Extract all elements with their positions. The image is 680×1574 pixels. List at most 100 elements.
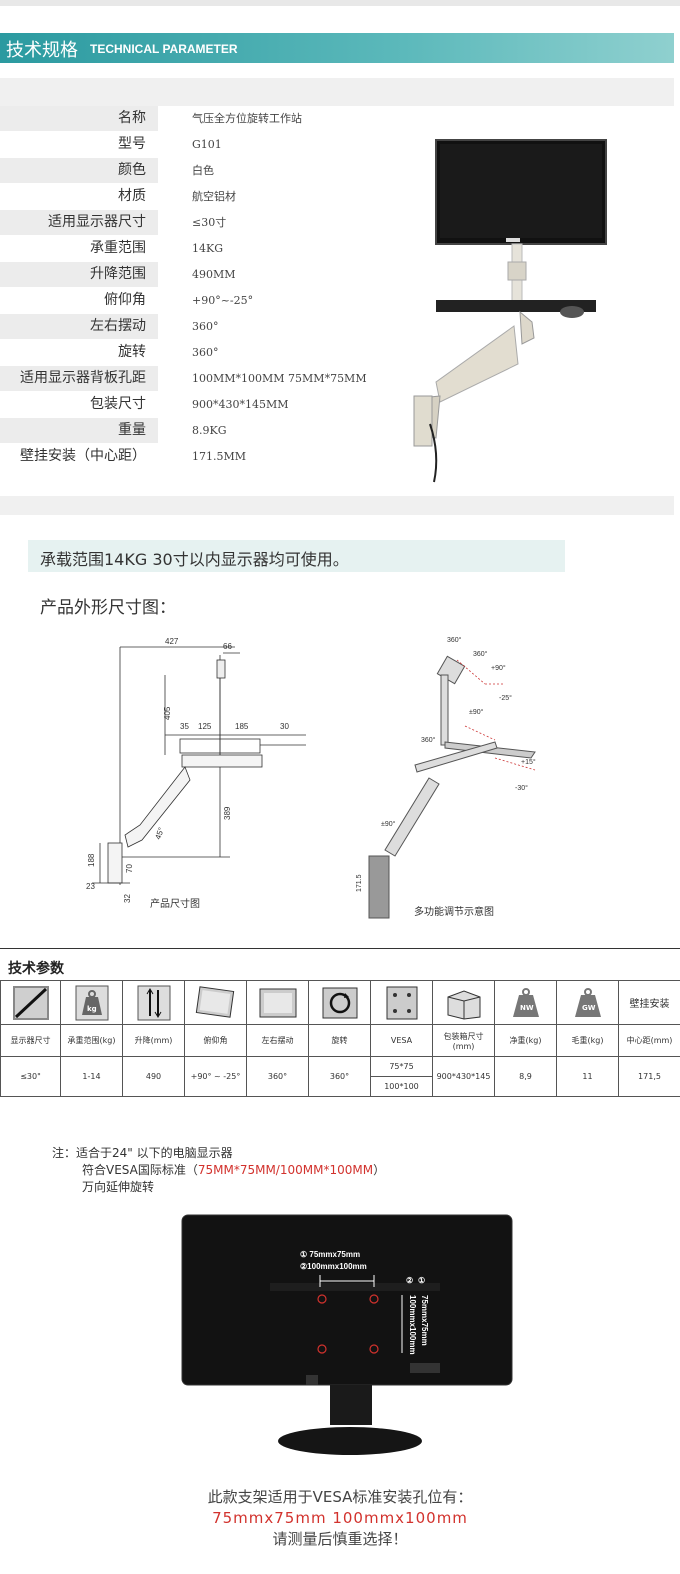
icon-cell-size bbox=[0, 980, 61, 1025]
photo-keyboard bbox=[436, 300, 596, 312]
spec-value: 8.9KG bbox=[192, 424, 227, 437]
dim-125: 125 bbox=[198, 722, 212, 731]
dim-427: 427 bbox=[165, 637, 179, 646]
swing-icon bbox=[259, 988, 296, 1017]
angle-plus15: +15° bbox=[521, 758, 536, 766]
spec-key: 壁挂安装（中心距） bbox=[20, 448, 146, 464]
spec-value: +90°~-25° bbox=[192, 294, 254, 307]
angle-360-c: 360° bbox=[421, 736, 436, 744]
gross-weight-icon: GW bbox=[574, 987, 601, 1017]
dim-389: 389 bbox=[223, 806, 232, 820]
spec-row: 颜色白色 bbox=[0, 158, 674, 184]
dim-32: 32 bbox=[123, 894, 132, 903]
photo-arm bbox=[519, 310, 535, 345]
value-nw: 8,9 bbox=[494, 1056, 557, 1097]
weight-icon: kg bbox=[75, 985, 108, 1020]
lift-icon bbox=[137, 985, 170, 1020]
monitor-label-1: ① 75mmx75mm bbox=[300, 1250, 360, 1259]
icon-cell-lift bbox=[122, 980, 185, 1025]
dim-185: 185 bbox=[235, 722, 249, 731]
multifunction-drawing: 360° 360° +90° -25° ±90° 360° +15° -30° … bbox=[356, 636, 536, 919]
gross-weight-icon-text: GW bbox=[582, 1004, 596, 1012]
value-center: 171,5 bbox=[618, 1056, 680, 1097]
spec-row: 俯仰角 +90°~-25° bbox=[0, 288, 674, 314]
spec-row: 升降范围 490MM bbox=[0, 262, 674, 288]
spec-key: 承重范围 bbox=[90, 240, 146, 256]
section-banner: 技术规格 TECHNICAL PARAMETER bbox=[0, 33, 674, 63]
spec-value: G101 bbox=[192, 138, 222, 151]
vesa-conclusion-line-1: 此款支架适用于VESA标准安装孔位有： bbox=[207, 1488, 473, 1506]
spec-row: 适用显示器尺寸≤30寸 bbox=[0, 210, 674, 236]
note-line-2: 符合VESA国际标准（75MM*75MM/100MM*100MM） bbox=[82, 1162, 385, 1179]
param-label: 净重(kg) bbox=[494, 1024, 557, 1057]
banner-title-cn: 技术规格 bbox=[6, 40, 78, 61]
load-note-text: 承载范围14KG 30寸以内显示器均可使用。 bbox=[40, 550, 349, 569]
dim-35: 35 bbox=[180, 722, 189, 731]
spec-key: 名称 bbox=[0, 106, 158, 131]
spec-key: 升降范围 bbox=[0, 262, 158, 287]
vesa-conclusion-line-3: 请测量后慎重选择！ bbox=[272, 1530, 408, 1548]
vesa-icon bbox=[386, 986, 417, 1019]
icon-cell-weight: kg bbox=[60, 980, 123, 1025]
box-icon bbox=[447, 989, 480, 1020]
wall-mount-header: 壁挂安装 bbox=[618, 980, 680, 1025]
spec-key: 重量 bbox=[0, 418, 158, 443]
param-label: 升降(mm) bbox=[122, 1024, 185, 1057]
rotate-icon bbox=[322, 987, 357, 1018]
dim-188: 188 bbox=[87, 853, 96, 867]
spec-value: 171.5MM bbox=[192, 450, 247, 463]
icon-cell-nw: NW bbox=[494, 980, 557, 1025]
note-line-3: 万向延伸旋转 bbox=[82, 1180, 155, 1194]
monitor-label-2: ②100mmx100mm bbox=[300, 1262, 367, 1271]
param-label: 承重范围(kg) bbox=[60, 1024, 123, 1057]
spec-key: 俯仰角 bbox=[104, 292, 146, 308]
dim-70: 70 bbox=[125, 864, 134, 873]
spec-value: 490MM bbox=[192, 268, 236, 281]
spec-key: 适用显示器背板孔距 bbox=[0, 366, 158, 391]
param-label: 包装箱尺寸(mm) bbox=[432, 1024, 495, 1057]
load-note: 承载范围14KG 30寸以内显示器均可使用。 bbox=[28, 540, 565, 572]
icon-cell-gw: GW bbox=[556, 980, 619, 1025]
param-label: 旋转 bbox=[308, 1024, 371, 1057]
param-label: 中心距(mm) bbox=[618, 1024, 680, 1057]
param-label: VESA bbox=[370, 1024, 433, 1057]
value-swing: 360° bbox=[246, 1056, 309, 1097]
icon-cell-rotate bbox=[308, 980, 371, 1025]
value-size: ≤30" bbox=[0, 1056, 61, 1097]
tech-params-title: 技术参数 bbox=[8, 961, 64, 977]
tech-params-values-row: ≤30" 1-14 490 +90° ~ -25° 360° 360° 75*7… bbox=[0, 1056, 680, 1097]
banner-title-en: TECHNICAL PARAMETER bbox=[90, 42, 238, 56]
note-line-2-b: ） bbox=[373, 1163, 386, 1177]
monitor-vert-circle-1: ① bbox=[418, 1276, 425, 1285]
multifunction-caption: 多功能调节示意图 bbox=[414, 907, 494, 918]
spec-key: 材质 bbox=[118, 188, 146, 204]
vesa-conclusion: 此款支架适用于VESA标准安装孔位有： 75mmx75mm 100mmx100m… bbox=[0, 1487, 680, 1550]
icon-cell-tilt bbox=[184, 980, 247, 1025]
note-line-2-a: 符合VESA国际标准（ bbox=[82, 1163, 198, 1177]
monitor-vert-label-1: 75mmx75mm bbox=[420, 1295, 429, 1346]
dimension-drawing: 427 66 405 35 125 185 30 389 45° 188 70 … bbox=[86, 637, 306, 903]
vesa-conclusion-line-2: 75mmx75mm 100mmx100mm bbox=[212, 1509, 468, 1527]
spec-value: 白色 bbox=[192, 164, 214, 177]
spec-value: 航空铝材 bbox=[192, 190, 236, 203]
dim-23: 23 bbox=[86, 882, 95, 891]
angle-360-b: 360° bbox=[473, 650, 488, 658]
dim-30: 30 bbox=[280, 722, 289, 731]
monitor-vert-label-2: 100mmx100mm bbox=[408, 1295, 417, 1355]
top-divider bbox=[0, 0, 680, 6]
note-line-1: 注：适合于24" 以下的电脑显示器 bbox=[52, 1146, 233, 1160]
spec-row: 壁挂安装（中心距） 171.5MM bbox=[0, 444, 674, 470]
angle-plus90: +90° bbox=[491, 664, 506, 672]
dimension-title: 产品外形尺寸图： bbox=[40, 598, 176, 618]
icon-cell-box bbox=[432, 980, 495, 1025]
product-photo bbox=[413, 139, 607, 483]
angle-minus30: -30° bbox=[515, 784, 528, 792]
value-lift: 490 bbox=[122, 1056, 185, 1097]
